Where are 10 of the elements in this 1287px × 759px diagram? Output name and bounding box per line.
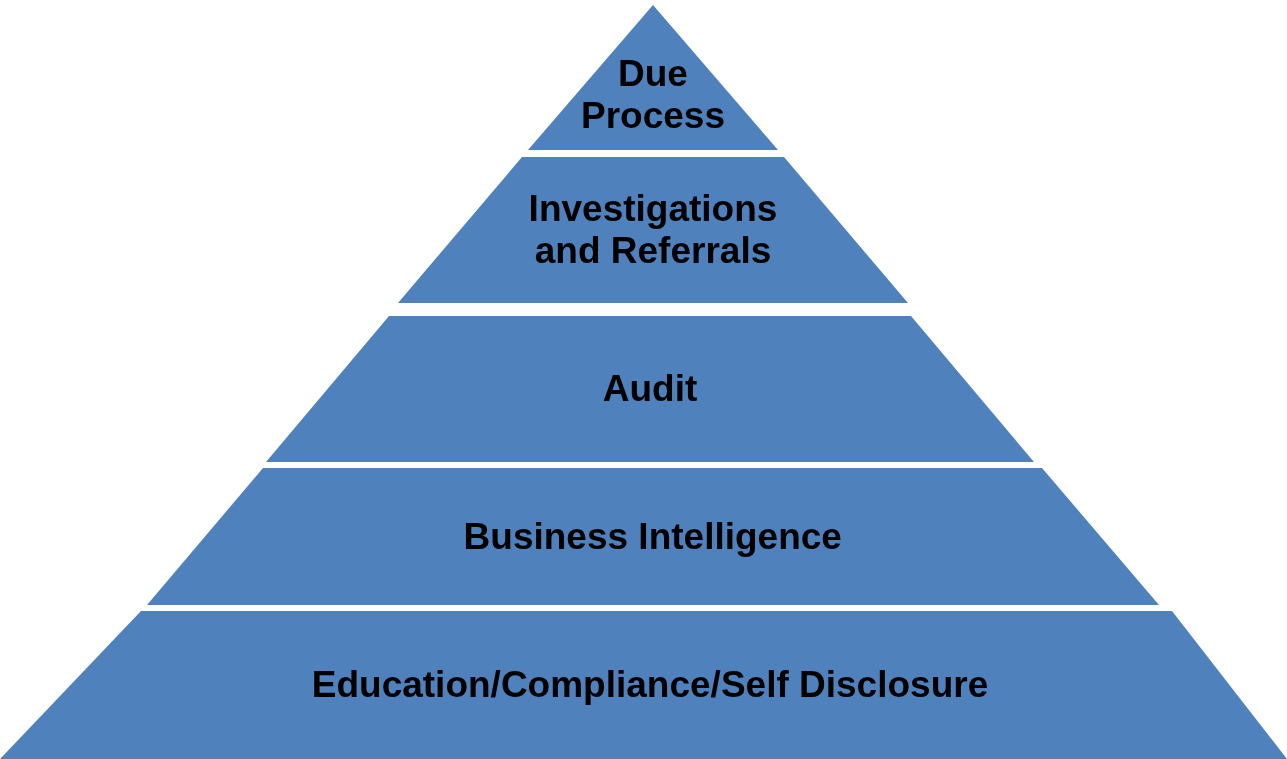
tier-label: Due Process [580,52,726,137]
tier-label: Audit [601,368,699,410]
tier-label: Investigations and Referrals [527,188,779,272]
tier-label: Education/Compliance/Self Disclosure [310,664,990,706]
pyramid-tier [398,157,908,303]
pyramid-tier [0,611,1287,759]
pyramid-tier [147,468,1159,605]
pyramid-tier [266,316,1034,462]
pyramid-tier [528,5,778,150]
tier-label: Business Intelligence [462,515,843,558]
